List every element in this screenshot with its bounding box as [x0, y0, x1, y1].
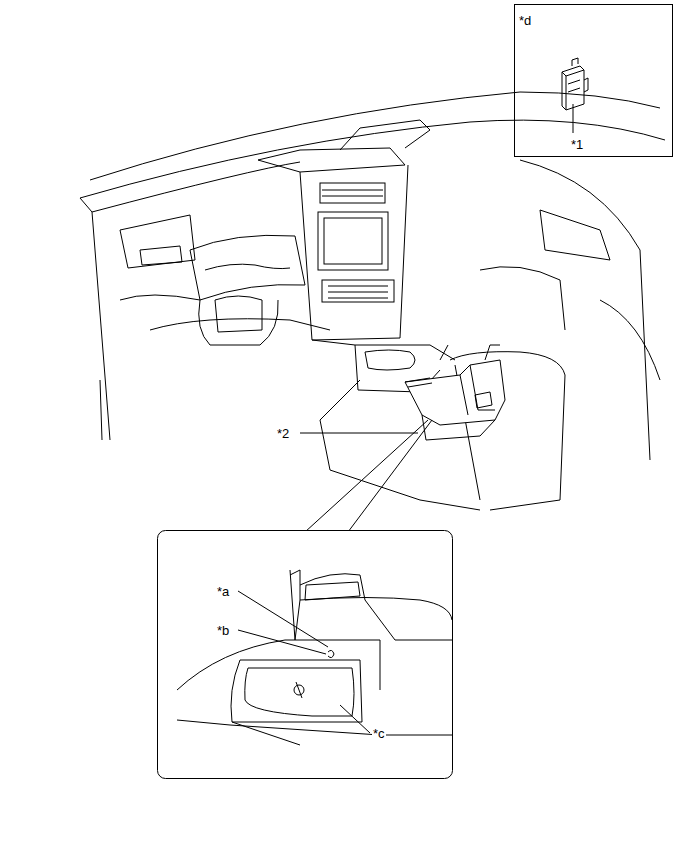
- callout-label: *c: [372, 727, 386, 740]
- callout-label: *1: [570, 138, 584, 151]
- callout-label: *d: [518, 14, 532, 27]
- callout-label: *a: [216, 585, 230, 598]
- callout-label: *2: [276, 427, 290, 440]
- callout-label: *b: [216, 624, 230, 637]
